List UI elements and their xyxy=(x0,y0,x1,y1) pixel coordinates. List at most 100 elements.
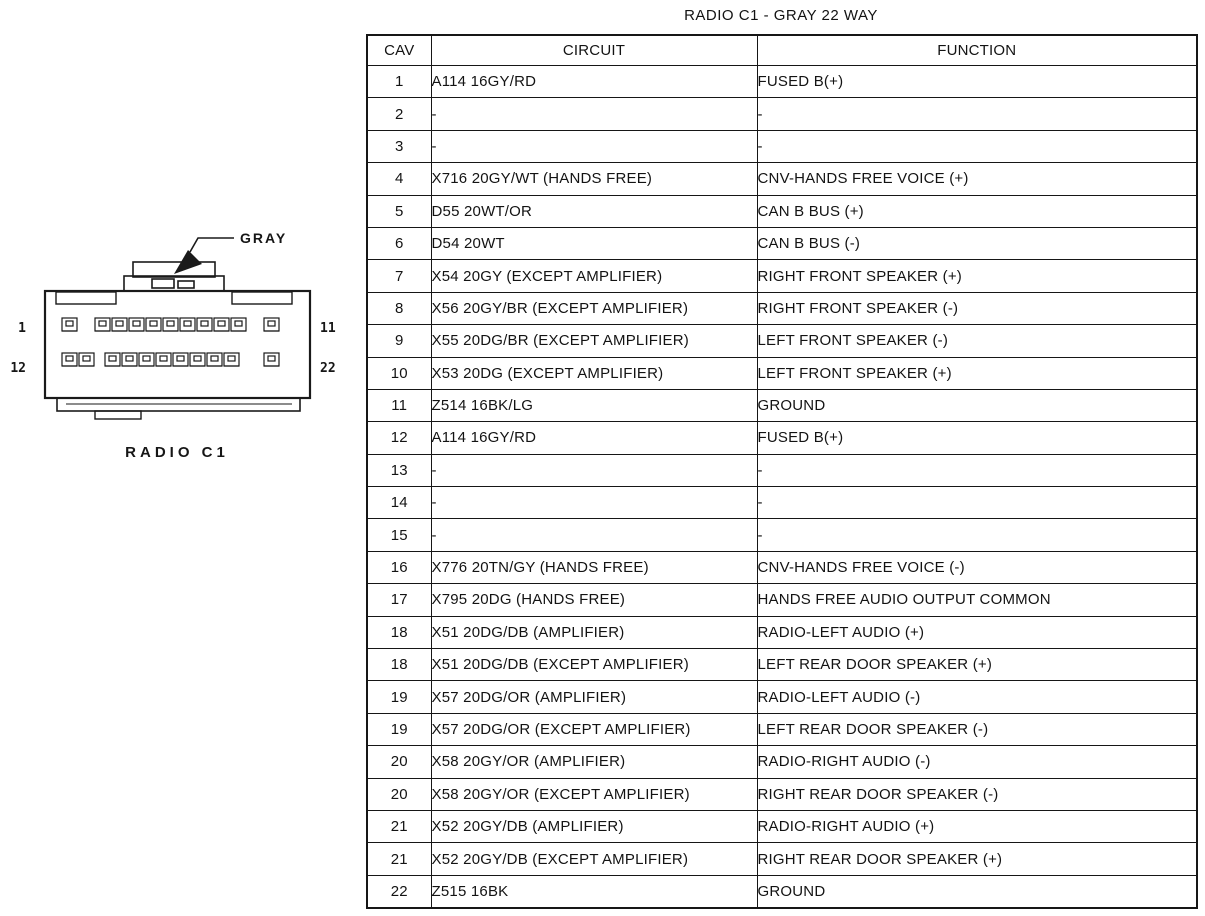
header-circuit: CIRCUIT xyxy=(430,34,758,66)
table-row: 13-- xyxy=(366,453,1198,488)
function-cell: CNV-HANDS FREE VOICE (+) xyxy=(756,162,1198,196)
function-cell: - xyxy=(756,97,1198,131)
function-cell: GROUND xyxy=(756,388,1198,423)
circuit-cell: X57 20DG/OR (EXCEPT AMPLIFIER) xyxy=(430,712,758,747)
function-cell: - xyxy=(756,453,1198,488)
cav-cell: 3 xyxy=(366,129,432,164)
pin-label-top-right: 11 xyxy=(320,321,336,336)
header-cav: CAV xyxy=(366,34,432,66)
function-cell: CNV-HANDS FREE VOICE (-) xyxy=(756,550,1198,585)
cav-cell: 18 xyxy=(366,648,432,682)
circuit-cell: A114 16GY/RD xyxy=(430,64,758,99)
cav-cell: 9 xyxy=(366,324,432,358)
circuit-cell: X57 20DG/OR (AMPLIFIER) xyxy=(430,680,758,714)
function-cell: RADIO-RIGHT AUDIO (-) xyxy=(756,745,1198,779)
circuit-cell: D55 20WT/OR xyxy=(430,194,758,228)
function-cell: LEFT REAR DOOR SPEAKER (-) xyxy=(756,712,1198,747)
cav-cell: 4 xyxy=(366,162,432,196)
circuit-cell: A114 16GY/RD xyxy=(430,421,758,455)
gray-callout-arrow xyxy=(174,237,234,274)
cav-cell: 20 xyxy=(366,777,432,811)
header-function: FUNCTION xyxy=(756,34,1198,66)
circuit-cell: X53 20DG (EXCEPT AMPLIFIER) xyxy=(430,356,758,390)
cav-cell: 2 xyxy=(366,97,432,131)
table-row: 2-- xyxy=(366,97,1198,131)
function-cell: - xyxy=(756,486,1198,520)
cav-cell: 22 xyxy=(366,874,432,909)
circuit-cell: X776 20TN/GY (HANDS FREE) xyxy=(430,550,758,585)
cav-cell: 12 xyxy=(366,421,432,455)
cav-cell: 18 xyxy=(366,615,432,650)
circuit-cell: - xyxy=(430,518,758,552)
cav-cell: 21 xyxy=(366,809,432,844)
connector-diagram: GRAY 1 11 12 22 RADIO C1 xyxy=(0,222,360,472)
circuit-cell: X716 20GY/WT (HANDS FREE) xyxy=(430,162,758,196)
circuit-cell: X58 20GY/OR (EXCEPT AMPLIFIER) xyxy=(430,777,758,811)
pin-label-bottom-left: 12 xyxy=(10,361,26,376)
connector-lock-tab xyxy=(123,261,225,292)
circuit-cell: Z514 16BK/LG xyxy=(430,388,758,423)
function-cell: RIGHT FRONT SPEAKER (-) xyxy=(756,291,1198,326)
table-row: 14-- xyxy=(366,486,1198,520)
cav-cell: 14 xyxy=(366,486,432,520)
cav-cell: 19 xyxy=(366,680,432,714)
cav-cell: 11 xyxy=(366,388,432,423)
function-cell: RIGHT REAR DOOR SPEAKER (+) xyxy=(756,842,1198,876)
cav-cell: 6 xyxy=(366,226,432,261)
circuit-cell: X54 20GY (EXCEPT AMPLIFIER) xyxy=(430,259,758,293)
circuit-cell: X795 20DG (HANDS FREE) xyxy=(430,583,758,617)
function-cell: GROUND xyxy=(756,874,1198,909)
terminal-row-1 xyxy=(61,317,280,332)
page-title: RADIO C1 - GRAY 22 WAY xyxy=(684,7,878,24)
circuit-cell: D54 20WT xyxy=(430,226,758,261)
function-cell: - xyxy=(756,129,1198,164)
connector-color-label: GRAY xyxy=(240,230,287,246)
function-cell: RADIO-LEFT AUDIO (+) xyxy=(756,615,1198,650)
function-cell: LEFT FRONT SPEAKER (-) xyxy=(756,324,1198,358)
terminal-row-2 xyxy=(61,352,280,367)
circuit-cell: X52 20GY/DB (EXCEPT AMPLIFIER) xyxy=(430,842,758,876)
table-row: 15-- xyxy=(366,518,1198,552)
cav-cell: 16 xyxy=(366,550,432,585)
function-cell: RIGHT REAR DOOR SPEAKER (-) xyxy=(756,777,1198,811)
connector-caption: RADIO C1 xyxy=(125,444,229,461)
circuit-cell: X51 20DG/DB (AMPLIFIER) xyxy=(430,615,758,650)
cav-cell: 20 xyxy=(366,745,432,779)
cav-cell: 17 xyxy=(366,583,432,617)
circuit-cell: - xyxy=(430,453,758,488)
function-cell: LEFT FRONT SPEAKER (+) xyxy=(756,356,1198,390)
function-cell: LEFT REAR DOOR SPEAKER (+) xyxy=(756,648,1198,682)
cav-cell: 13 xyxy=(366,453,432,488)
function-cell: RIGHT FRONT SPEAKER (+) xyxy=(756,259,1198,293)
cav-cell: 1 xyxy=(366,64,432,99)
table-row: 3-- xyxy=(366,129,1198,164)
connector-drawing: GRAY 1 11 12 22 RADIO C1 xyxy=(10,230,336,461)
function-cell: CAN B BUS (-) xyxy=(756,226,1198,261)
function-cell: CAN B BUS (+) xyxy=(756,194,1198,228)
function-cell: RADIO-RIGHT AUDIO (+) xyxy=(756,809,1198,844)
function-cell: FUSED B(+) xyxy=(756,64,1198,99)
circuit-cell: X58 20GY/OR (AMPLIFIER) xyxy=(430,745,758,779)
circuit-cell: X55 20DG/BR (EXCEPT AMPLIFIER) xyxy=(430,324,758,358)
cav-cell: 15 xyxy=(366,518,432,552)
pin-label-bottom-right: 22 xyxy=(320,361,336,376)
circuit-cell: Z515 16BK xyxy=(430,874,758,909)
